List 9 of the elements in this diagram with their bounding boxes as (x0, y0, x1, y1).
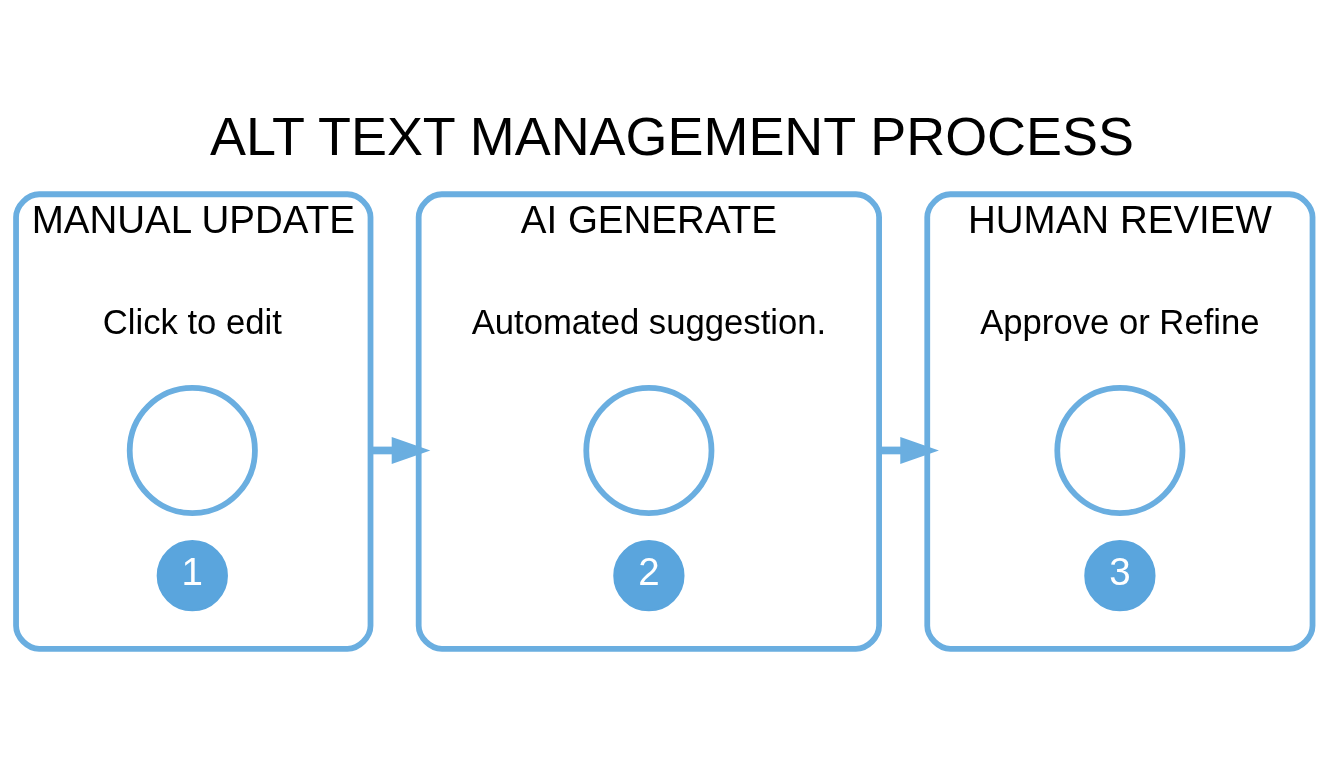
node-circle: 2 (613, 540, 685, 612)
diagram-title: ALT TEXT MANAGEMENT PROCESS (210, 105, 1134, 166)
arrow (879, 436, 939, 464)
node-circle: 3 (1084, 540, 1156, 612)
node-circle: 1 (156, 540, 228, 612)
node-circle (583, 384, 715, 516)
arrow (370, 436, 431, 464)
node-circle (126, 384, 258, 516)
node-circle (1054, 384, 1186, 516)
